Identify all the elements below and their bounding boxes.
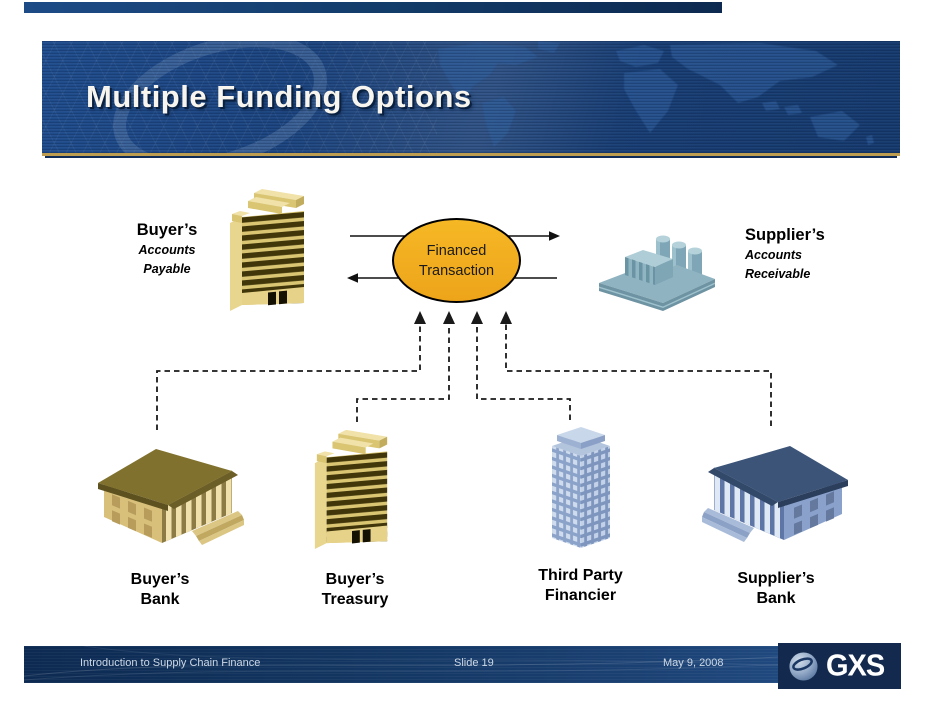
buyers-label-line1: Buyer’s — [136, 221, 198, 239]
suppliers-label-line2: Accounts — [745, 248, 802, 262]
gxs-logo: GXS — [778, 643, 901, 689]
buyers-label-line2: Accounts — [138, 243, 196, 257]
connector-third-party — [476, 322, 571, 420]
suppliers-accounts-receivable-label: Supplier’s Accounts Receivable — [745, 224, 885, 284]
connector-suppliers-bank — [505, 322, 772, 426]
financed-transaction-line2: Transaction — [418, 262, 495, 279]
third-party-line1: Third Party — [538, 567, 623, 584]
footer-slide-number: Slide 19 — [454, 657, 494, 669]
swirl-watermark-icon — [113, 41, 327, 153]
factory-icon — [597, 223, 719, 315]
bank-building-icon — [702, 428, 848, 546]
footer-date: May 9, 2008 — [663, 657, 724, 669]
buyers-treasury-line1: Buyer’s — [325, 571, 385, 588]
slide-header: Multiple Funding Options — [42, 41, 900, 156]
suppliers-bank-label: Supplier’s Bank — [714, 569, 838, 609]
buyers-bank-label: Buyer’s Bank — [98, 570, 222, 610]
third-party-financier-label: Third Party Financier — [508, 566, 653, 606]
office-tower-icon — [544, 422, 618, 550]
connector-buyers-treasury — [356, 322, 450, 422]
funding-arrowheads — [414, 311, 512, 324]
page-title: Multiple Funding Options — [86, 79, 472, 114]
footer-presentation-title: Introduction to Supply Chain Finance — [80, 657, 261, 669]
financed-transaction-node: Financed Transaction — [392, 218, 521, 303]
buyers-bank-line2: Bank — [140, 591, 180, 608]
gxs-swirl-icon — [789, 651, 818, 681]
bank-building-icon — [98, 431, 244, 549]
funding-connectors — [156, 322, 772, 430]
office-building-icon — [224, 183, 312, 312]
buyers-label-line3: Payable — [143, 262, 191, 276]
buyers-bank-line1: Buyer’s — [130, 571, 190, 588]
third-party-line2: Financier — [544, 587, 617, 604]
buyers-accounts-payable-label: Buyer’s Accounts Payable — [103, 219, 231, 279]
buyers-treasury-label: Buyer’s Treasury — [293, 570, 417, 610]
gxs-logo-text: GXS — [826, 648, 885, 683]
office-building-icon — [309, 424, 395, 550]
buyers-treasury-line2: Treasury — [321, 591, 389, 608]
suppliers-label-line3: Receivable — [745, 267, 811, 281]
suppliers-bank-line1: Supplier’s — [737, 570, 815, 587]
top-accent-strip — [24, 2, 722, 13]
suppliers-label-line1: Supplier’s — [745, 226, 825, 244]
footer-swoosh-decoration — [24, 646, 901, 681]
slide-footer: Introduction to Supply Chain Finance Sli… — [24, 646, 901, 683]
connector-buyers-bank — [156, 322, 421, 430]
financed-transaction-line1: Financed — [426, 242, 487, 259]
world-map-icon — [438, 41, 874, 147]
suppliers-bank-line2: Bank — [756, 590, 796, 607]
